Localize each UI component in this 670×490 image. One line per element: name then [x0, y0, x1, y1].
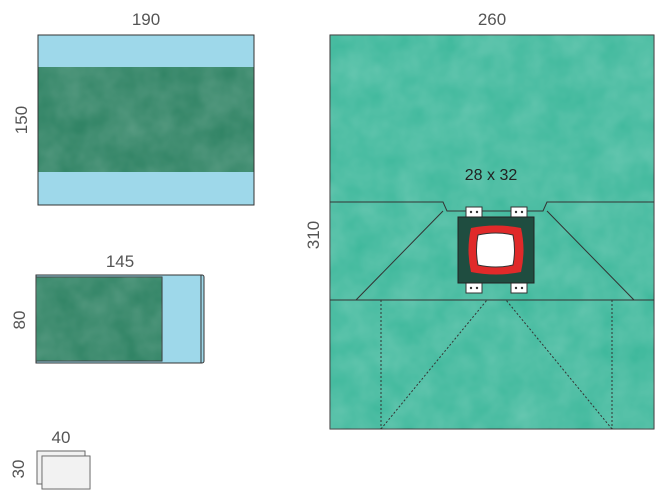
adhesive-tab-icon — [510, 281, 528, 294]
swab: 40 30 — [9, 428, 91, 490]
adhesive-tab-icon — [465, 206, 483, 219]
swab-height-label: 30 — [9, 460, 28, 479]
fenestration-size-label: 28 x 32 — [465, 167, 518, 184]
main-drape: 28 x 32 260 310 — [304, 10, 655, 430]
dotted-fold-lines — [380, 299, 613, 430]
drape-large-width-label: 190 — [132, 10, 160, 29]
swab-width-label: 40 — [52, 428, 71, 447]
fold-lines — [330, 201, 654, 301]
drape-small-width-label: 145 — [106, 252, 134, 271]
main-drape-width-label: 260 — [478, 10, 506, 29]
drape-small: 145 80 — [10, 252, 205, 364]
main-drape-height-label: 310 — [304, 221, 323, 249]
drape-large: 190 150 — [12, 10, 255, 206]
drape-small-height-label: 80 — [10, 311, 29, 330]
adhesive-tab-icon — [465, 281, 483, 294]
drape-small-texture — [36, 277, 162, 361]
fenestration-opening — [476, 232, 515, 268]
adhesive-tab-icon — [510, 206, 528, 219]
drape-large-height-label: 150 — [12, 106, 31, 134]
drape-large-texture — [38, 67, 254, 172]
